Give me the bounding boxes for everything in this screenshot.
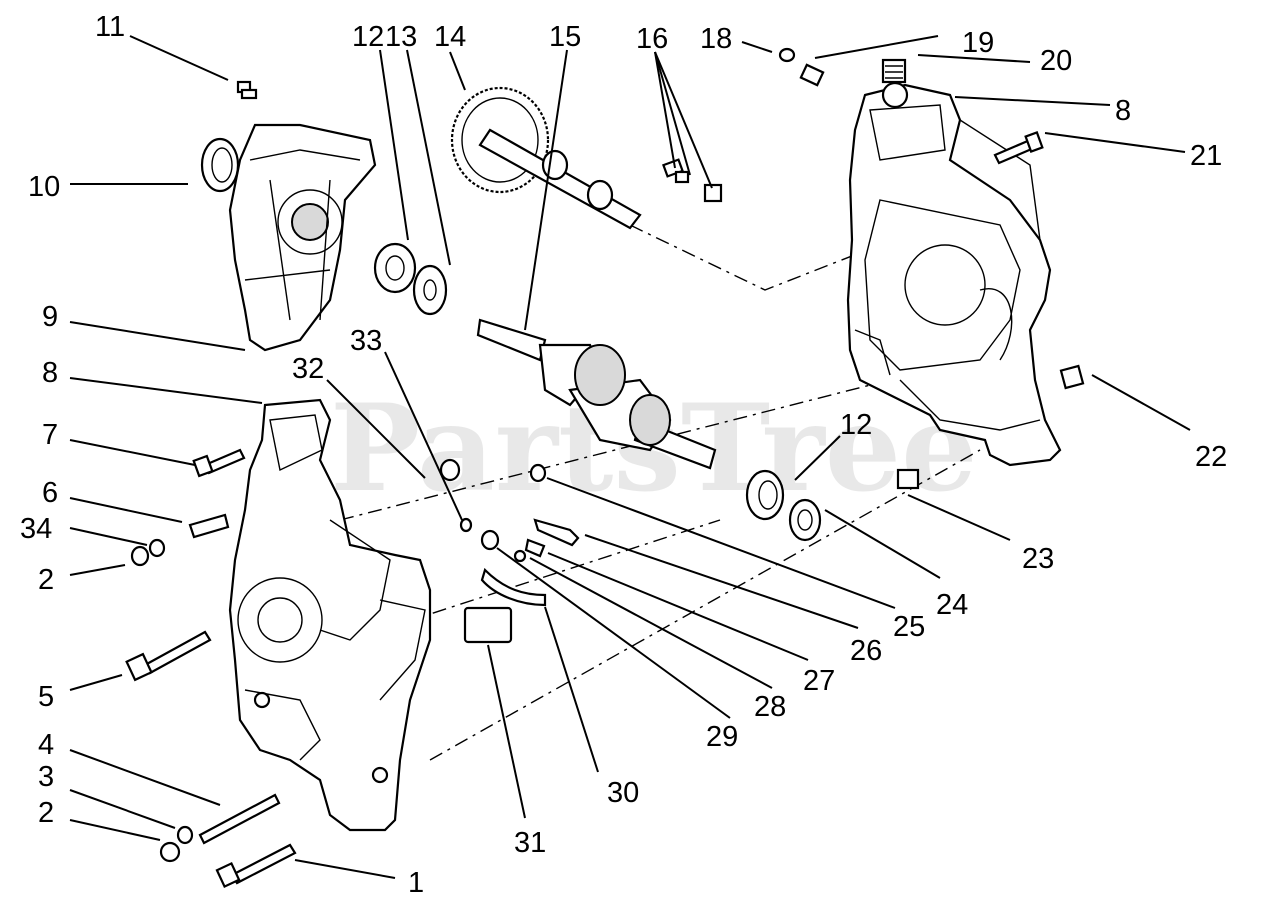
callout-12-lower: 12	[840, 409, 872, 441]
callout-15: 15	[549, 21, 581, 53]
crankshaft	[476, 318, 717, 470]
callout-34: 34	[20, 513, 52, 545]
screw-11	[236, 80, 258, 100]
plug-22	[1059, 364, 1085, 390]
thrust-washer	[412, 264, 448, 316]
callout-18: 18	[700, 23, 732, 55]
callout-30: 30	[607, 777, 639, 809]
callout-29: 29	[706, 721, 738, 753]
crankcase-cover	[228, 123, 377, 352]
callout-25: 25	[893, 611, 925, 643]
callout-1: 1	[408, 867, 424, 899]
bearing-lower	[745, 469, 785, 521]
callout-27: 27	[803, 665, 835, 697]
callout-24: 24	[936, 589, 968, 621]
callout-10: 10	[28, 171, 60, 203]
callout-22: 22	[1195, 441, 1227, 473]
callout-6: 6	[42, 477, 58, 509]
callout-5: 5	[38, 681, 54, 713]
crankcase-right-half	[846, 81, 1062, 467]
callout-11: 11	[95, 11, 125, 43]
callout-8-right: 8	[1115, 95, 1131, 127]
callout-28: 28	[754, 691, 786, 723]
oil-seal	[200, 137, 240, 193]
left-hardware	[125, 448, 297, 888]
bearing-upper	[373, 242, 417, 294]
callout-31: 31	[514, 827, 546, 859]
leader-lines	[69, 35, 1191, 879]
callout-20: 20	[1040, 45, 1072, 77]
bolt-21	[993, 131, 1044, 165]
callout-23: 23	[1022, 543, 1054, 575]
callout-19: 19	[962, 27, 994, 59]
callout-2-lower: 2	[38, 797, 54, 829]
valve-lifters	[662, 158, 723, 203]
callout-26: 26	[850, 635, 882, 667]
callout-2-upper: 2	[38, 564, 54, 596]
callout-8-left: 8	[42, 357, 58, 389]
callout-32: 32	[292, 353, 324, 385]
callout-3: 3	[38, 761, 54, 793]
plug-23	[896, 468, 920, 490]
callout-12: 12	[352, 21, 384, 53]
camshaft-gear	[450, 86, 642, 230]
callout-33: 33	[350, 325, 382, 357]
fill-fittings	[778, 47, 907, 87]
callout-4: 4	[38, 729, 54, 761]
callout-14: 14	[434, 21, 466, 53]
seal-24	[788, 498, 822, 542]
callout-7: 7	[42, 419, 58, 451]
callout-9: 9	[42, 301, 58, 333]
callout-13: 13	[385, 21, 417, 53]
small-parts	[439, 458, 580, 644]
callout-labels: 11 12 13 14 15 16 18 19 20 8 21 10 9 33 …	[20, 11, 1227, 899]
callout-21: 21	[1190, 140, 1222, 172]
callout-16: 16	[636, 23, 668, 55]
crankcase-left-half	[228, 398, 432, 832]
